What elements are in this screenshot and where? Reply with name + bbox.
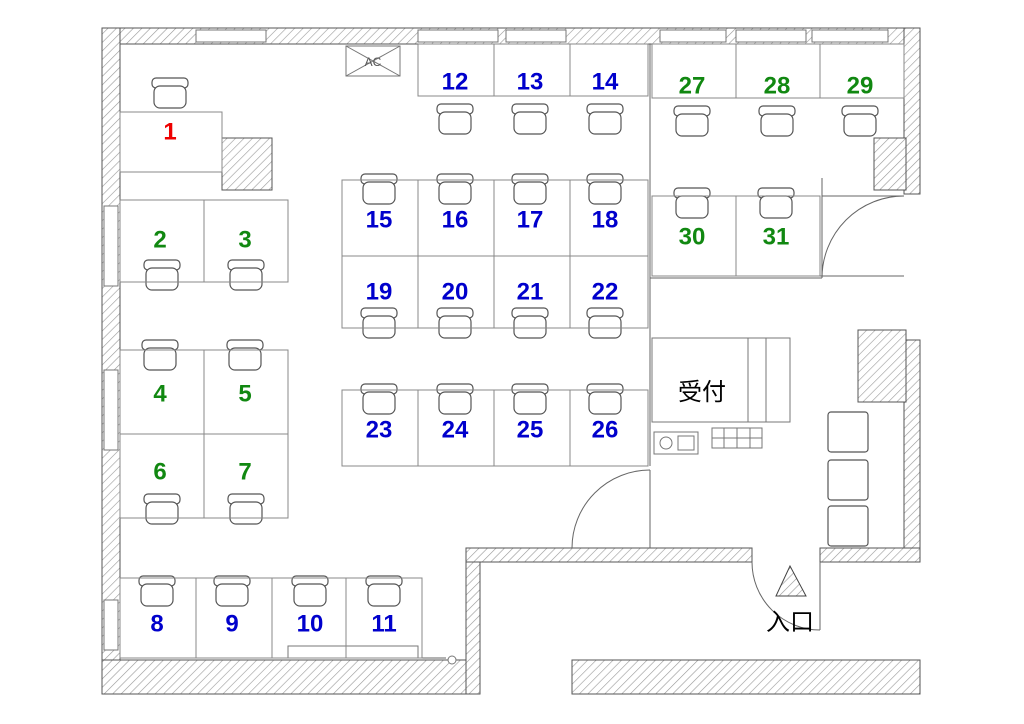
chair (436, 307, 474, 339)
chair (586, 103, 624, 135)
chair (151, 77, 189, 109)
chair (673, 105, 711, 137)
desk (569, 43, 649, 97)
desk (345, 577, 423, 659)
desks (119, 43, 905, 659)
chair (436, 103, 474, 135)
right-wall-upper (903, 27, 921, 195)
chair (586, 173, 624, 205)
chair (226, 339, 264, 371)
seat-number-17: 17 (517, 207, 544, 234)
chair (360, 307, 398, 339)
chair (511, 103, 549, 135)
chair (143, 259, 181, 291)
seat-number-20: 20 (442, 279, 469, 306)
seat-number-24: 24 (442, 417, 469, 444)
seat-number-12: 12 (442, 69, 469, 96)
walls (101, 27, 921, 695)
pillar-reception (857, 329, 907, 403)
seat-number-30: 30 (679, 224, 706, 251)
chair (673, 187, 711, 219)
desk (569, 389, 649, 467)
chair (586, 307, 624, 339)
seat-number-23: 23 (366, 417, 393, 444)
seat-number-16: 16 (442, 207, 469, 234)
desk (119, 111, 223, 173)
chair (586, 383, 624, 415)
chair (511, 173, 549, 205)
seat-number-31: 31 (763, 224, 790, 251)
seat-number-14: 14 (592, 69, 619, 96)
chair (360, 383, 398, 415)
seat-number-21: 21 (517, 279, 544, 306)
left-wall (101, 27, 121, 695)
chair (141, 339, 179, 371)
inner-wall-horizontal (465, 547, 753, 563)
desk (735, 195, 821, 277)
desk (569, 255, 649, 329)
entrance-label: 入口 (766, 608, 814, 636)
ac-unit: AC (345, 45, 401, 77)
chair (436, 173, 474, 205)
seat-number-6: 6 (153, 459, 166, 486)
pillar-right (873, 137, 907, 191)
chair (511, 383, 549, 415)
seat-number-9: 9 (225, 611, 238, 638)
seat-number-4: 4 (153, 381, 167, 408)
seat-number-3: 3 (238, 227, 251, 254)
seat-number-27: 27 (679, 73, 706, 100)
reception-area: 受付 (651, 337, 791, 455)
seat-number-11: 11 (371, 611, 396, 638)
inner-wall-right (819, 547, 921, 563)
desk (203, 433, 289, 519)
desk (203, 199, 289, 283)
seat-number-10: 10 (297, 611, 324, 638)
chair (227, 493, 265, 525)
seat-number-28: 28 (764, 73, 791, 100)
seat-number-22: 22 (592, 279, 619, 306)
reception-label: 受付 (678, 378, 726, 406)
seat-number-8: 8 (150, 611, 163, 638)
doors (571, 195, 905, 631)
chair (138, 575, 176, 607)
seat-number-7: 7 (238, 459, 251, 486)
chair (227, 259, 265, 291)
pillar-left (221, 137, 273, 191)
entrance: 入口 (766, 564, 814, 636)
chairs (138, 77, 879, 607)
seat-number-2: 2 (153, 227, 166, 254)
chair (143, 493, 181, 525)
chair (757, 187, 795, 219)
seat-number-25: 25 (517, 417, 544, 444)
seat-number-18: 18 (592, 207, 619, 234)
chair (436, 383, 474, 415)
bottom-wall-right (571, 659, 921, 695)
seat-number-19: 19 (366, 279, 393, 306)
seat-number-5: 5 (238, 381, 251, 408)
inner-wall-vertical (465, 547, 481, 695)
ac-label: AC (365, 55, 382, 69)
bottom-wall-left (101, 659, 481, 695)
seat-number-26: 26 (592, 417, 619, 444)
chair (758, 105, 796, 137)
seat-number-13: 13 (517, 69, 544, 96)
seat-number-29: 29 (847, 73, 874, 100)
chair (841, 105, 879, 137)
waiting-chairs (827, 411, 869, 547)
chair (511, 307, 549, 339)
seat-number-15: 15 (366, 207, 393, 234)
chair (360, 173, 398, 205)
partitions (196, 44, 904, 665)
chair (365, 575, 403, 607)
desk (819, 43, 905, 99)
seat-number-1: 1 (163, 119, 176, 146)
chair (213, 575, 251, 607)
chair (291, 575, 329, 607)
